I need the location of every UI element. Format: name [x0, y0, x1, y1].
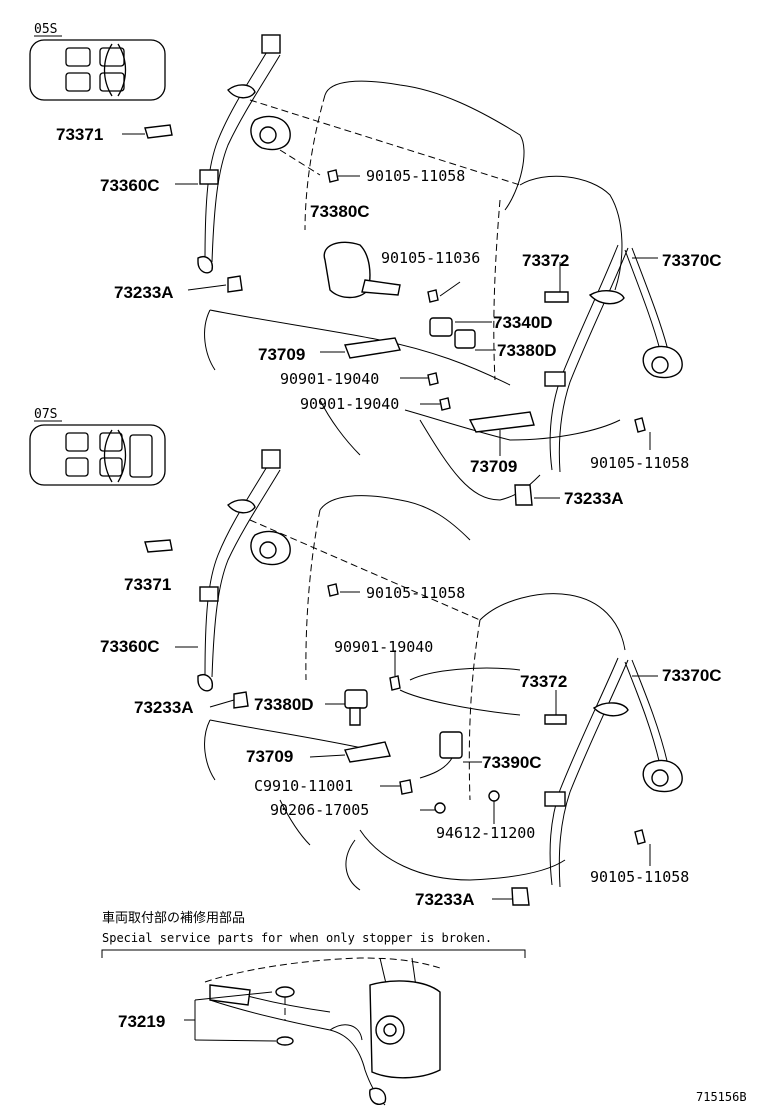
section-07s: 07S — [29, 407, 722, 909]
label-73233a-a-right: 73233A — [564, 489, 624, 508]
label-73380d-a: 73380D — [497, 341, 557, 360]
note-english: Special service parts for when only stop… — [102, 931, 492, 945]
label-73233a-b-right: 73233A — [415, 890, 475, 909]
label-90105-11058-b-top: 90105-11058 — [366, 584, 465, 602]
label-73340d-a: 73340D — [493, 313, 553, 332]
label-73372-b: 73372 — [520, 672, 567, 691]
label-90105-11058-a-top: 90105-11058 — [366, 167, 465, 185]
leader-lines-05s — [122, 133, 658, 499]
special-service-section: 車両取付部の補修用部品 Special service parts for wh… — [101, 911, 526, 1106]
label-90105-11036-a: 90105-11036 — [381, 249, 480, 267]
section-label-07s: 07S — [34, 407, 57, 422]
vehicle-icon-05s — [29, 39, 166, 101]
label-73233a-b-left: 73233A — [134, 698, 194, 717]
label-73709-a: 73709 — [258, 345, 305, 364]
label-73380c-a: 73380C — [310, 202, 370, 221]
label-73360c-a: 73360C — [100, 176, 160, 195]
label-90105-11058-b-right: 90105-11058 — [590, 868, 689, 886]
label-c9910-11001-b: C9910-11001 — [254, 777, 353, 795]
label-73233a-a-left: 73233A — [114, 283, 174, 302]
center-parts-07s — [344, 675, 500, 814]
left-seat-belt-07s — [144, 449, 339, 709]
label-90206-17005-b: 90206-17005 — [270, 801, 369, 819]
label-90901-19040-a-1: 90901-19040 — [280, 370, 379, 388]
retractor-detail — [204, 957, 441, 1106]
label-73370c-b: 73370C — [662, 666, 722, 685]
leader-lines-07s — [175, 591, 658, 900]
label-73219: 73219 — [118, 1012, 165, 1031]
label-73371-a: 73371 — [56, 125, 103, 144]
label-90105-11058-a-right: 90105-11058 — [590, 454, 689, 472]
label-90901-19040-a-2: 90901-19040 — [300, 395, 399, 413]
right-seat-belt-05s — [514, 244, 683, 506]
center-parts-05s — [323, 241, 535, 433]
left-seat-belt-05s — [144, 34, 339, 293]
right-seat-belt-07s — [511, 657, 683, 906]
label-73709-a-right: 73709 — [470, 457, 517, 476]
label-73390c-b: 73390C — [482, 753, 542, 772]
leader-73219 — [184, 991, 277, 1042]
label-73371-b: 73371 — [124, 575, 171, 594]
vehicle-icon-07s — [29, 424, 166, 486]
label-73709-b: 73709 — [246, 747, 293, 766]
label-94612-11200-b: 94612-11200 — [436, 824, 535, 842]
section-05s: 05S — [29, 22, 722, 508]
label-90901-19040-b: 90901-19040 — [334, 638, 433, 656]
label-73370c-a: 73370C — [662, 251, 722, 270]
label-73360c-b: 73360C — [100, 637, 160, 656]
section-label-05s: 05S — [34, 22, 57, 37]
label-73372-a: 73372 — [522, 251, 569, 270]
label-73380d-b: 73380D — [254, 695, 314, 714]
note-bracket — [101, 949, 526, 958]
figure-id: 715156B — [696, 1090, 747, 1104]
note-japanese: 車両取付部の補修用部品 — [102, 911, 245, 926]
